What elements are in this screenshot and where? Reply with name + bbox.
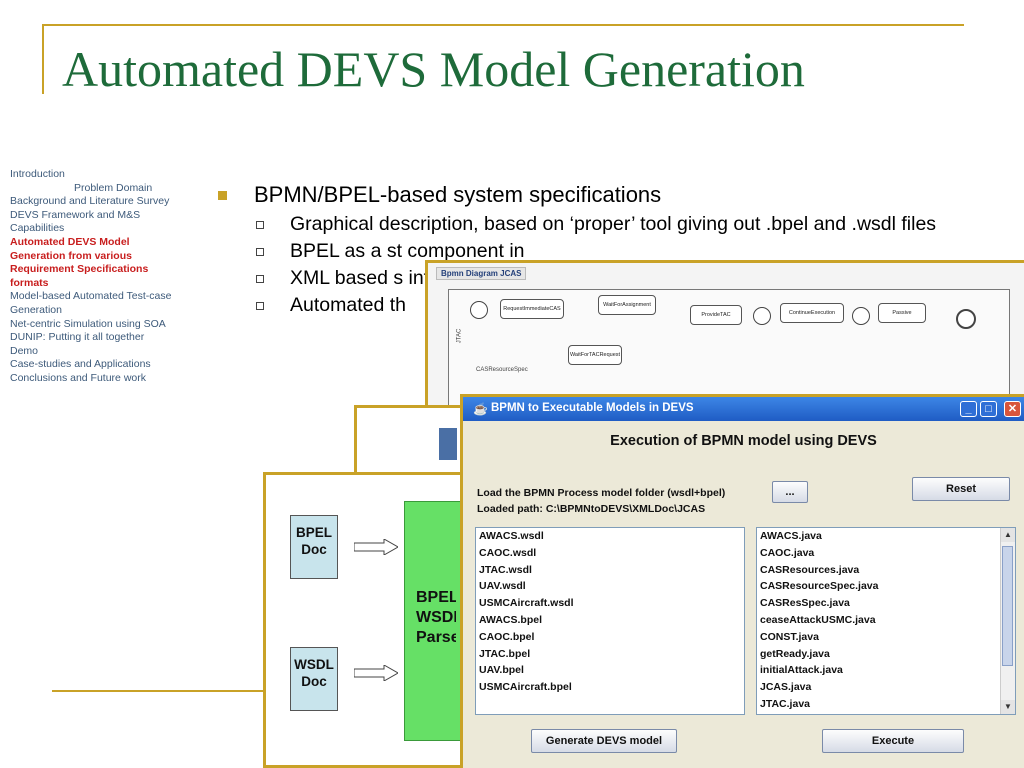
parser-diagram: BPEL Doc WSDL Doc BPEL WSDL Parser: [263, 472, 466, 768]
sub-bullet-box-icon: [256, 275, 264, 283]
bpmn-task: ProvideTAC: [690, 305, 742, 325]
bpmn-timer-event-icon: [852, 307, 870, 325]
title-accent-vertical: [42, 24, 44, 94]
bpmn-end-event-icon: [956, 309, 976, 329]
slide-title: Automated DEVS Model Generation: [62, 41, 805, 97]
bpmn-lane-name: CASResourceSpec: [476, 367, 528, 373]
nav-item[interactable]: Generation: [10, 303, 62, 316]
list-item[interactable]: CAOC.wsdl: [479, 546, 537, 559]
window-graphic: [439, 428, 457, 460]
app-heading: Execution of BPMN model using DEVS: [610, 433, 877, 449]
list-item[interactable]: CAOC.java: [760, 546, 815, 559]
bpmn-timer-event-icon: [753, 307, 771, 325]
list-item[interactable]: AWACS.java: [760, 530, 822, 542]
list-item[interactable]: getReady.java: [760, 647, 830, 660]
bpmn-task: WaitForAssignment: [598, 295, 656, 315]
window-titlebar[interactable]: ☕ BPMN to Executable Models in DEVS _ □ …: [463, 397, 1024, 421]
browse-button[interactable]: ...: [772, 481, 808, 503]
arrow-right-icon: [354, 665, 398, 681]
list-item[interactable]: AWACS.wsdl: [479, 530, 544, 542]
maximize-button[interactable]: □: [980, 401, 997, 417]
bullet-main: BPMN/BPEL-based system specifications: [214, 182, 1014, 208]
nav-item[interactable]: Requirement Specifications: [10, 263, 149, 276]
close-button[interactable]: ✕: [1004, 401, 1021, 417]
nav-item[interactable]: Net-centric Simulation using SOA: [10, 317, 166, 330]
loaded-path-label: Loaded path: C:\BPMNtoDEVS\XMLDoc\JCAS: [477, 503, 706, 515]
bpel-doc-box: BPEL Doc: [290, 515, 338, 579]
nav-item[interactable]: DUNIP: Putting it all together: [10, 331, 145, 344]
bpmn-task: Passive: [878, 303, 926, 323]
bpmn-diagram-screenshot: Bpmn Diagram JCAS JTAC CASResourceSpec R…: [425, 260, 1024, 411]
list-item[interactable]: initialAttack.java: [760, 664, 843, 677]
bpmn-lane-label: JTAC: [456, 328, 463, 344]
bpmn-start-event-icon: [470, 301, 488, 319]
nav-item[interactable]: Automated DEVS Model: [10, 235, 130, 248]
bpmn-task: ContinueExecution: [780, 303, 844, 323]
nav-item[interactable]: DEVS Framework and M&S: [10, 208, 141, 221]
scroll-up-icon[interactable]: ▲: [1001, 528, 1015, 542]
nav-item[interactable]: Capabilities: [10, 222, 65, 235]
sub-bullet: Automated th: [214, 295, 1014, 316]
app-window: ☕ BPMN to Executable Models in DEVS _ □ …: [460, 394, 1024, 768]
list-item[interactable]: USMCAircraft.bpel: [479, 681, 572, 694]
sub-bullet: BPEL as a st component in: [214, 241, 1014, 262]
arrow-right-icon: [354, 539, 398, 555]
list-item[interactable]: ceaseAttackUSMC.java: [760, 613, 876, 626]
list-item[interactable]: JCAS.java: [760, 681, 812, 694]
bpmn-task: RequestImmediateCAS: [500, 299, 564, 319]
list-item[interactable]: USMCAircraft.wsdl: [479, 597, 574, 610]
list-item[interactable]: CASResSpec.java: [760, 597, 850, 610]
nav-item[interactable]: Case-studies and Applications: [10, 358, 151, 371]
list-item[interactable]: JTAC.java: [760, 697, 810, 710]
scroll-down-icon[interactable]: ▼: [1001, 700, 1015, 714]
list-item[interactable]: JTAC.bpel: [479, 647, 531, 660]
scrollbar[interactable]: ▲ ▼: [1000, 528, 1015, 714]
sub-bullet: Graphical description, based on ‘proper’…: [214, 214, 1014, 235]
list-item[interactable]: AWACS.bpel: [479, 613, 543, 626]
list-item[interactable]: CONST.java: [760, 630, 819, 643]
folder-label: Load the BPMN Process model folder (wsdl…: [477, 487, 726, 499]
minimize-button[interactable]: _: [960, 401, 977, 417]
nav-item[interactable]: Problem Domain: [74, 181, 153, 194]
window-title: BPMN to Executable Models in DEVS: [491, 402, 694, 414]
list-item[interactable]: UAV.bpel: [479, 664, 524, 677]
reset-button[interactable]: Reset: [912, 477, 1010, 501]
nav-item[interactable]: Generation from various: [10, 249, 132, 262]
scroll-thumb[interactable]: [1002, 546, 1013, 666]
bullet-square-icon: [218, 191, 227, 200]
execute-button[interactable]: Execute: [822, 729, 964, 753]
bpmn-task: WaitForTACRequest: [568, 345, 622, 365]
nav-item[interactable]: Model-based Automated Test-case: [10, 290, 172, 303]
sub-bullet-box-icon: [256, 221, 264, 229]
nav-item[interactable]: Demo: [10, 344, 39, 357]
nav-item[interactable]: formats: [10, 276, 49, 289]
nav-item[interactable]: Conclusions and Future work: [10, 371, 146, 384]
list-item[interactable]: CASResourceSpec.java: [760, 580, 879, 593]
sub-bullet-box-icon: [256, 248, 264, 256]
list-item[interactable]: CASResources.java: [760, 563, 860, 576]
java-app-icon: ☕: [473, 402, 488, 416]
bpmn-diagram-tab: Bpmn Diagram JCAS: [436, 267, 527, 280]
title-accent-horizontal: [42, 24, 964, 26]
footer-accent-line: [52, 690, 462, 692]
list-item[interactable]: CAOC.bpel: [479, 630, 535, 643]
list-item[interactable]: UAV.wsdl: [479, 580, 526, 593]
nav-item[interactable]: Introduction: [10, 168, 65, 180]
list-item[interactable]: JTAC.wsdl: [479, 563, 532, 576]
generate-devs-model-button[interactable]: Generate DEVS model: [531, 729, 677, 753]
background-window: [354, 405, 464, 475]
wsdl-doc-box: WSDL Doc: [290, 647, 338, 711]
nav-item[interactable]: Background and Literature Survey: [10, 195, 170, 208]
parser-label: BPEL WSDL Parser: [416, 589, 456, 646]
sub-bullet-box-icon: [256, 302, 264, 310]
